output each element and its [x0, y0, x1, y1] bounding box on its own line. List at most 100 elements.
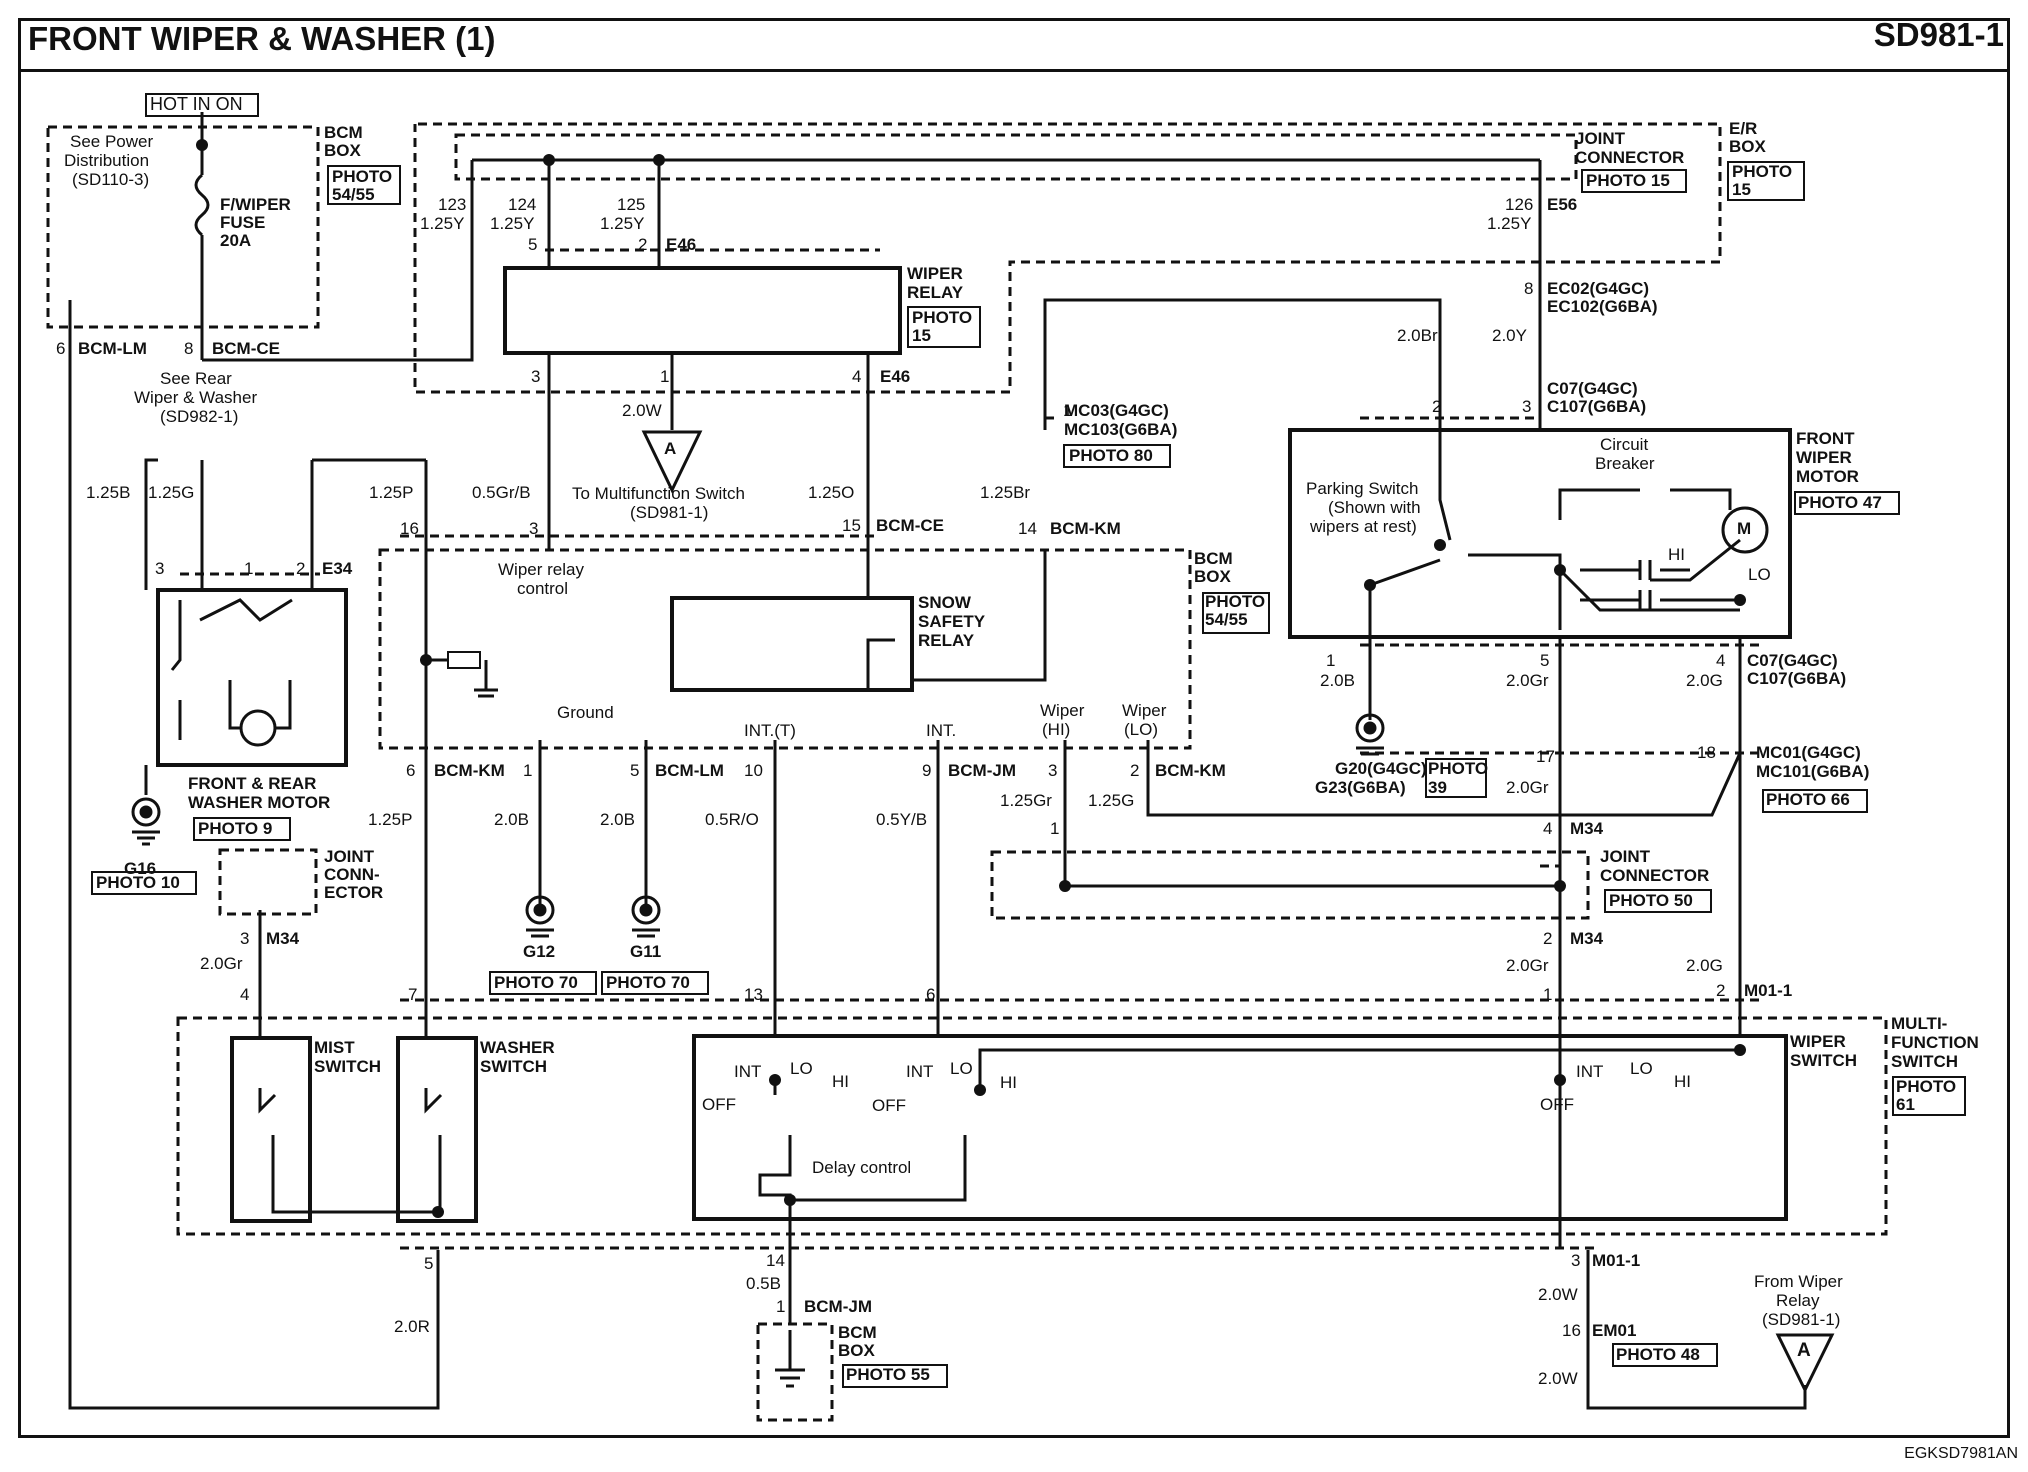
wiper-switch-l2: SWITCH	[1790, 1051, 1858, 1070]
pin-mc01-18: 18	[1697, 743, 1716, 762]
joint-conn-left-l3: ECTOR	[324, 883, 384, 902]
fuse-l2: FUSE	[220, 213, 266, 232]
parking-switch-l3: wipers at rest)	[1310, 517, 1417, 536]
wire-126: 1.25Y	[1487, 214, 1532, 233]
conn-m34-bot: M34	[1570, 929, 1604, 948]
bcm-ground-box	[756, 1322, 834, 1422]
sw3-lo: LO	[1630, 1059, 1653, 1078]
joint-connector-m34	[990, 850, 1590, 920]
conn-bcm-lm-top: BCM-LM	[78, 339, 147, 358]
sig-wiper-lo-l1: Wiper	[1122, 701, 1167, 720]
sw3-off: OFF	[1540, 1095, 1574, 1114]
wire-20w-bot: 2.0W	[1538, 1285, 1578, 1304]
bcm-bot-photo: PHOTO 55	[846, 1366, 930, 1384]
joint-conn-m34-l2: CONNECTOR	[1600, 866, 1710, 885]
pin-bcm-3: 3	[529, 519, 539, 538]
junction-dots	[196, 139, 1746, 1218]
triangle-a-right-label: A	[1797, 1340, 1811, 1361]
rear-ref-l3: (SD982-1)	[160, 407, 239, 426]
pin-c07-3: 3	[1522, 397, 1532, 416]
hot-in-on-label: HOT IN ON	[150, 94, 243, 114]
rear-ref-l2: Wiper & Washer	[134, 388, 258, 407]
triangle-a-left	[641, 430, 703, 494]
conn-bcm-jm-mid: BCM-JM	[948, 761, 1016, 780]
pin-motor-5: 5	[1540, 651, 1550, 670]
conn-m34-top: M34	[1570, 819, 1604, 838]
pin-e46-5: 5	[528, 235, 538, 254]
front-motor-l2: WIPER	[1796, 448, 1852, 467]
pin-c07-2: 2	[1432, 397, 1442, 416]
wire-20g-m01: 2.0G	[1686, 956, 1723, 975]
parking-switch-l2: (Shown with	[1328, 498, 1421, 517]
conn-bcm-km-right: BCM-KM	[1155, 761, 1226, 780]
er-photo-num: 15	[1732, 180, 1751, 199]
bcm-box-l1: BCM	[324, 123, 363, 142]
ground-bcm-internal	[426, 651, 498, 698]
mc01-photo: PHOTO 66	[1766, 790, 1850, 809]
power-dist-l2: Distribution	[64, 151, 150, 170]
pin-m34-4: 4	[1543, 819, 1553, 838]
pin-e34-1: 1	[244, 559, 254, 578]
wire-20gr-left: 2.0Gr	[200, 954, 243, 973]
ground-g20-photo-num: 39	[1428, 778, 1447, 797]
pin-bcm-jm-9: 9	[922, 761, 932, 780]
joint-conn-left-l1: JOINT	[324, 847, 375, 866]
sig-int: INT.	[926, 721, 957, 740]
to-multi-l1: To Multifunction Switch	[572, 484, 745, 503]
bcm-fuse-box	[46, 125, 320, 329]
wire-20w-relay: 2.0W	[622, 401, 662, 420]
pin-mc03-1: 1	[1063, 401, 1073, 420]
wire-125g-lo: 1.25G	[1088, 791, 1135, 810]
bcm-bot-photo-num: 55	[910, 1365, 930, 1384]
fuse-l3: 20A	[220, 231, 252, 250]
ground-g23: G23(G6BA)	[1315, 778, 1406, 797]
pin-1-bcm-jm: 1	[776, 1297, 786, 1316]
ground-g12	[525, 895, 555, 938]
sw2-lo: LO	[950, 1059, 973, 1078]
from-relay-l3: (SD981-1)	[1762, 1310, 1841, 1329]
wiper-relay-photo: PHOTO	[912, 308, 973, 327]
circuit-breaker-l2: Breaker	[1595, 454, 1655, 473]
bcm-bot-l2: BOX	[838, 1341, 875, 1360]
ground-g20	[1355, 713, 1385, 756]
mc03-photo: PHOTO 80	[1069, 446, 1153, 465]
parking-switch-l1: Parking Switch	[1306, 479, 1419, 498]
triangle-a-right	[1775, 1333, 1835, 1394]
wire-124: 1.25Y	[490, 214, 535, 233]
pin-bcm-lm-1: 1	[523, 761, 533, 780]
to-multi-l2: (SD981-1)	[630, 503, 709, 522]
front-motor-photo: PHOTO 47	[1798, 493, 1882, 512]
pin-m34-3-left: 3	[240, 929, 250, 948]
conn-bcm-lm-mid: BCM-LM	[655, 761, 724, 780]
multi-photo: PHOTO	[1896, 1077, 1957, 1096]
washer-motor-l2: WASHER MOTOR	[188, 793, 331, 812]
wire-20r: 2.0R	[394, 1317, 430, 1336]
ground-label: Ground	[557, 703, 614, 722]
conn-bcm-km-left: BCM-KM	[434, 761, 505, 780]
pin-relay-3: 3	[531, 367, 541, 386]
mist-switch-l1: MIST	[314, 1038, 355, 1057]
wire-20y-top: 2.0Y	[1492, 326, 1527, 345]
sw3-hi: HI	[1674, 1072, 1691, 1091]
fuse-l1: F/WIPER	[220, 195, 291, 214]
snow-relay-l1: SNOW	[918, 593, 971, 612]
pin-14-bottom: 14	[766, 1251, 785, 1270]
motor-hi-label: HI	[1668, 545, 1685, 564]
washer-switch-box	[396, 1036, 478, 1223]
pin-6-bcm-lm: 6	[56, 339, 66, 358]
pin-e34-2: 2	[296, 559, 306, 578]
pin-bcm-km-3: 3	[1048, 761, 1058, 780]
bcm-photo: PHOTO	[332, 167, 393, 186]
snow-relay-l2: SAFETY	[918, 612, 986, 631]
pin-124: 124	[508, 195, 537, 214]
washer-motor-photo: PHOTO 9	[198, 819, 273, 838]
conn-e46-bottom: E46	[880, 367, 911, 386]
washer-switch-l1: WASHER	[480, 1038, 555, 1057]
bcm-bot-photo-word: PHOTO	[846, 1365, 907, 1384]
conn-c07-top: C07(G4GC)	[1547, 379, 1638, 398]
er-photo: PHOTO	[1732, 162, 1793, 181]
front-motor-l3: MOTOR	[1796, 467, 1859, 486]
wire-20b-g12: 2.0B	[494, 810, 529, 829]
